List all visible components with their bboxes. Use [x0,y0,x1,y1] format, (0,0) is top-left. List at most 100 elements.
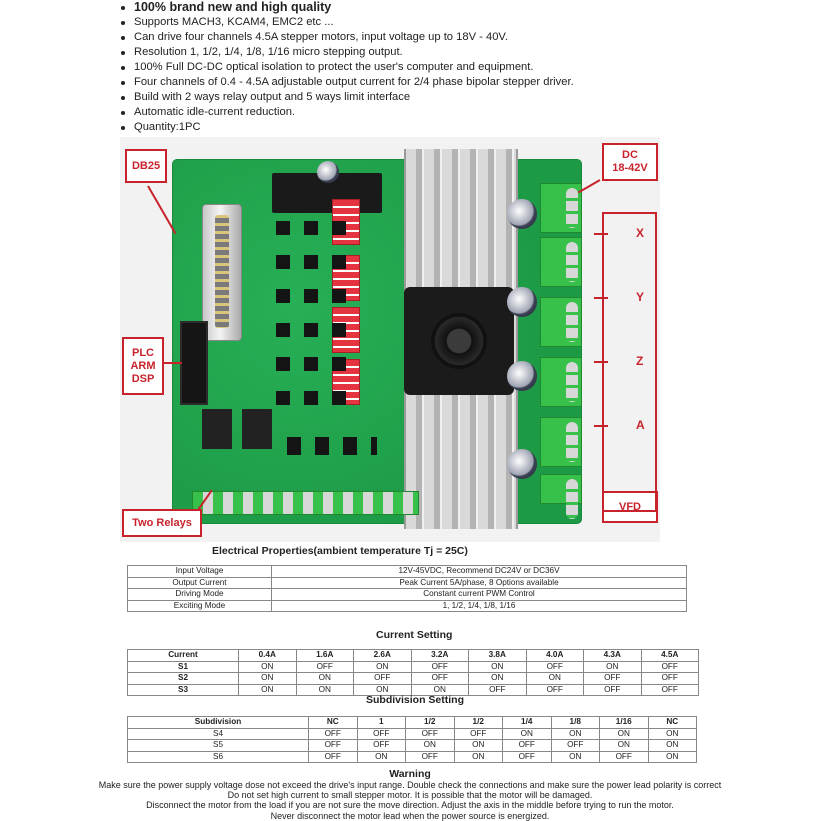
table-cell: OFF [410,660,469,673]
chip-row [276,255,356,269]
feature-item: 100% brand new and high quality [120,0,574,15]
table-cell: OFF [583,683,642,696]
table-header-cell: 1/2 [405,716,455,729]
callout-plc: PLC ARM DSP [122,337,164,395]
table-cell: ON [295,672,354,685]
table-cell: ON [468,660,527,673]
capacitor [507,449,537,479]
table-cell: ON [238,660,297,673]
table-row: Exciting Mode 1, 1/2, 1/4, 1/8, 1/16 [127,599,687,612]
table-header-cell: 4.0A [525,649,584,662]
table-header-cell: 3.2A [410,649,469,662]
callout-db25-label: DB25 [131,159,161,172]
table-cell: OFF [308,750,358,763]
callout-two-relays: Two Relays [122,509,202,537]
capacitor [507,361,537,391]
table-cell: Constant current PWM Control [271,588,687,601]
table-cell: S1 [127,660,239,673]
table-cell: OFF [353,672,412,685]
table-cell: ON [525,672,584,685]
table-cell: OFF [502,739,552,752]
chip-row [276,391,356,405]
axis-y-terminal [540,297,582,347]
current-setting-table: Current 0.4A 1.6A 2.6A 3.2A 3.8A 4.0A 4.… [127,649,699,696]
electrical-table: Input Voltage 12V-45VDC, Recommend DC24V… [127,565,687,612]
table-cell: ON [410,683,469,696]
table-cell: ON [550,750,600,763]
table-header-cell: Subdivision [127,716,309,729]
table-cell: S5 [127,739,309,752]
table-cell: ON [647,750,697,763]
table-cell: ON [599,739,649,752]
table-cell: Driving Mode [127,588,272,601]
table-cell: OFF [410,672,469,685]
idc-header [180,321,208,405]
table-cell: OFF [308,739,358,752]
table-header-cell: 1.6A [295,649,354,662]
table-cell: ON [583,660,642,673]
table-header-cell: 1/16 [599,716,649,729]
callout-db25: DB25 [125,149,167,183]
table-row: S2 ON ON OFF OFF ON ON OFF OFF [127,672,699,685]
limit-terminal-strip [192,491,419,515]
callout-dc: DC 18-42V [602,143,658,181]
table-cell: OFF [583,672,642,685]
table-header-cell: 2.6A [353,649,412,662]
table-header-cell: 1/8 [550,716,600,729]
table-header-cell: 1/2 [453,716,503,729]
arrow [594,361,608,363]
table-cell: ON [647,727,697,740]
feature-item: Build with 2 ways relay output and 5 way… [120,90,574,105]
table-row: S4 OFF OFF OFF OFF ON ON ON ON [127,727,697,740]
feature-item: Quantity:1PC [120,120,574,135]
table-header-cell: 4.3A [583,649,642,662]
table-cell: OFF [356,739,406,752]
warning-section: Warning Make sure the power supply volta… [0,768,820,821]
table-cell: ON [453,739,503,752]
feature-item: Automatic idle-current reduction. [120,105,574,120]
table-cell: S6 [127,750,309,763]
capacitor [507,287,537,317]
capacitor [317,161,339,183]
table-header-cell: Current [127,649,239,662]
table-cell: S2 [127,672,239,685]
table-row: Driving Mode Constant current PWM Contro… [127,588,687,601]
table-cell: OFF [525,660,584,673]
axis-label-x: X [636,226,645,240]
table-cell: Input Voltage [127,565,272,578]
current-setting-title: Current Setting [376,629,453,641]
table-cell: Peak Current 5A/phase, 8 Options availab… [271,576,687,589]
table-cell: ON [502,727,552,740]
table-cell: OFF [308,727,358,740]
table-cell: OFF [502,750,552,763]
table-cell: Exciting Mode [127,599,272,612]
table-cell: ON [453,750,503,763]
table-header-cell: NC [308,716,358,729]
table-header-row: Subdivision NC 1 1/2 1/2 1/4 1/8 1/16 NC [127,716,697,729]
axis-label-z: Z [636,354,644,368]
table-cell: ON [550,727,600,740]
arrow [164,362,182,364]
table-cell: S4 [127,727,309,740]
table-cell: OFF [405,727,455,740]
power-terminal [540,183,582,233]
optocoupler-row [287,437,377,455]
table-cell: OFF [468,683,527,696]
subdivision-setting-table: Subdivision NC 1 1/2 1/2 1/4 1/8 1/16 NC… [127,716,697,763]
capacitor [507,199,537,229]
table-cell: 1, 1/2, 1/4, 1/8, 1/16 [271,599,687,612]
axis-z-terminal [540,357,582,407]
table-cell: ON [238,683,297,696]
feature-item: Resolution 1, 1/2, 1/4, 1/8, 1/16 micro … [120,45,574,60]
table-row: S6 OFF ON OFF ON OFF ON OFF ON [127,750,697,763]
table-cell: ON [405,739,455,752]
callout-vfd: VFD [602,491,658,523]
feature-list: 100% brand new and high quality Supports… [120,0,574,135]
arrow [594,425,608,427]
chip-row [276,357,356,371]
axis-label-a: A [636,418,645,432]
warning-line: Never disconnect the motor lead when the… [270,810,550,821]
warning-title: Warning [389,768,431,780]
chip-row [276,289,356,303]
table-cell: ON [295,683,354,696]
